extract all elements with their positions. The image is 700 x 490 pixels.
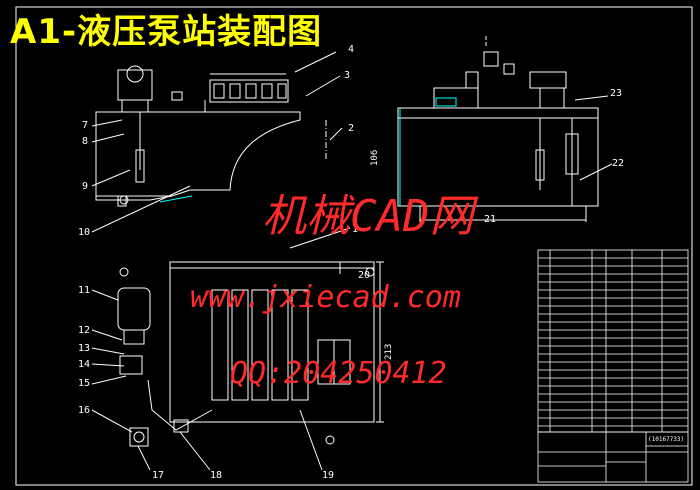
part-number-2: 2 bbox=[348, 123, 355, 134]
tank-side-view bbox=[397, 34, 613, 222]
watermark-url: www.jxiecad.com bbox=[190, 280, 461, 315]
part-number-10: 10 bbox=[78, 227, 91, 238]
part-number-8: 8 bbox=[82, 136, 89, 147]
part-number-22: 22 bbox=[612, 158, 625, 169]
part-number-19: 19 bbox=[322, 470, 335, 481]
part-number-18: 18 bbox=[210, 470, 223, 481]
part-number-4: 4 bbox=[348, 44, 355, 55]
part-number-13: 13 bbox=[78, 343, 91, 354]
title-block-drawing-number: (10167733) bbox=[648, 436, 685, 443]
part-number-14: 14 bbox=[78, 359, 91, 370]
part-number-3: 3 bbox=[344, 70, 351, 81]
watermark-site-name: 机械CAD网 bbox=[262, 191, 474, 242]
tank-plan-view bbox=[91, 195, 384, 471]
part-number-9: 9 bbox=[82, 181, 89, 192]
title-block bbox=[537, 431, 689, 483]
part-number-7: 7 bbox=[82, 120, 89, 131]
dimension-height-106: 106 bbox=[370, 149, 380, 166]
part-number-15: 15 bbox=[78, 378, 91, 389]
part-number-21: 21 bbox=[484, 214, 497, 225]
part-number-16: 16 bbox=[78, 405, 91, 416]
drawing-title: A1-液压泵站装配图 bbox=[10, 12, 323, 52]
part-number-17: 17 bbox=[152, 470, 165, 481]
tank-front-view bbox=[91, 51, 343, 233]
part-number-11: 11 bbox=[78, 285, 91, 296]
parts-list-table bbox=[537, 249, 689, 433]
part-number-12: 12 bbox=[78, 325, 91, 336]
pipework bbox=[159, 97, 457, 206]
watermark-qq: QQ:204250412 bbox=[230, 356, 447, 391]
part-number-1: 1 bbox=[352, 224, 359, 235]
part-number-20: 20 bbox=[358, 270, 371, 281]
part-number-23: 23 bbox=[610, 88, 623, 99]
drawing-border bbox=[15, 6, 693, 486]
